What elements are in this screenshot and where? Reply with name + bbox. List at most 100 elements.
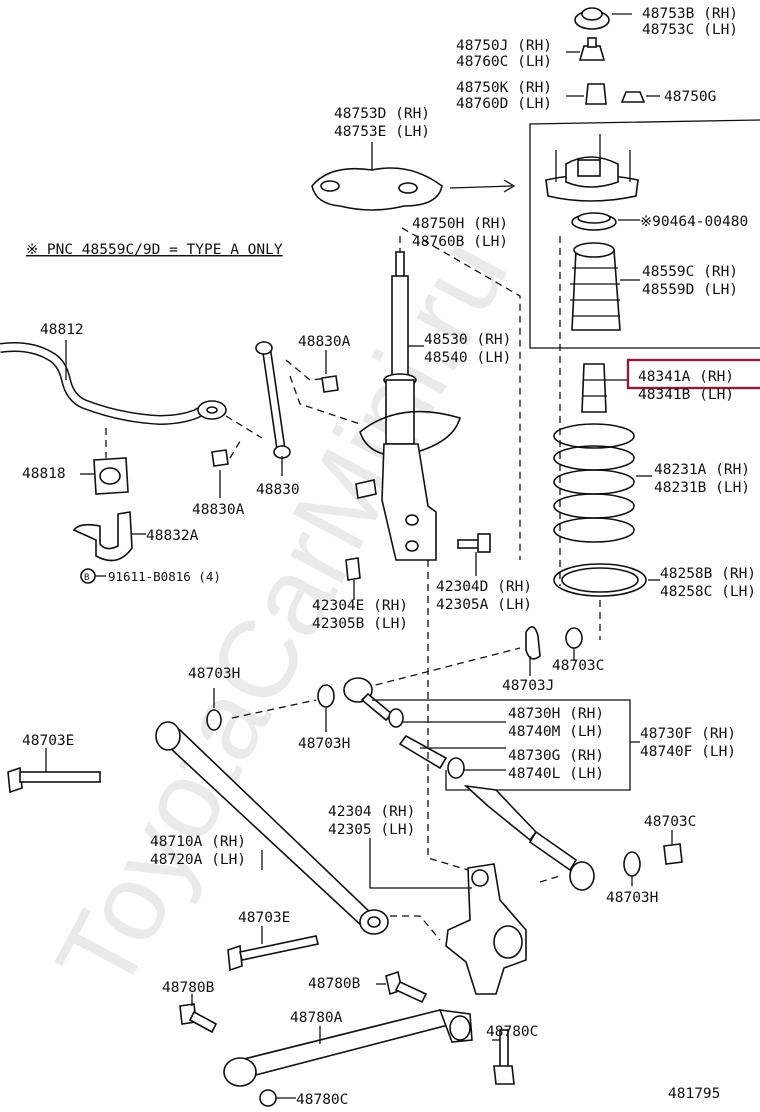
nut-42304E-part [345,557,361,581]
label-48818: 48818 [22,466,66,482]
label-48753E: 48753E (LH) [334,124,430,140]
label-48258C: 48258C (LH) [660,584,756,600]
bushing-part [93,457,129,495]
knuckle-part [445,863,527,995]
rod-48730G-part [398,734,448,770]
upper-nut-part [578,37,606,61]
label-48540: 48540 (LH) [424,350,511,366]
label-48530: 48530 (RH) [424,332,511,348]
bolt-48780B-right [385,970,428,1004]
label-48830A-lower: 48830A [192,502,245,518]
label-48812: 48812 [40,322,84,338]
svg-text:B: B [84,573,89,583]
label-90464: ※90464-00480 [640,214,748,230]
label-48780B-left: 48780B [162,980,215,996]
bolt-42304D-part [457,533,491,553]
label-48780C-right: 48780C [486,1024,538,1040]
label-48740F: 48740F (LH) [640,744,736,760]
label-42305: 42305 (LH) [328,822,415,838]
label-48730G: 48730G (RH) [508,748,604,764]
bump-stopper-part [581,363,607,413]
mount-assembly-box [529,119,760,349]
washer-48740L-part [447,757,465,779]
label-48559D: 48559D (LH) [642,282,738,298]
label-48703H-right: 48703H [606,890,658,906]
strut-mount-part [545,134,639,202]
label-48730F: 48730F (RH) [640,726,736,742]
label-48753B: 48753B (RH) [642,6,738,22]
label-42305B: 42305B (LH) [312,616,408,632]
label-48753D: 48753D (RH) [334,106,430,122]
label-42305A: 42305A (LH) [436,597,532,613]
nut-48830A-upper [321,375,339,393]
lower-arm-48780A-part [223,1009,473,1087]
label-48750G: 48750G [664,89,716,105]
stabilizer-link-part [255,341,291,459]
bolt-91611-icon: B [80,568,96,584]
cushion-part [585,83,607,105]
label-48341B: 48341B (LH) [638,387,734,403]
label-48832A: 48832A [146,528,199,544]
label-48710A: 48710A (RH) [150,834,246,850]
label-48703H-left: 48703H [188,666,240,682]
diagram-id: 481795 [668,1086,720,1102]
label-48750H: 48750H (RH) [412,216,508,232]
label-48830A-upper: 48830A [298,334,351,350]
label-42304: 42304 (RH) [328,804,415,820]
label-48703C-upper: 48703C [552,658,604,674]
spring-seat-part [553,563,647,597]
label-48231B: 48231B (LH) [654,480,750,496]
note-type-a: ※ PNC 48559C/9D = TYPE A ONLY [26,242,283,258]
lower-arm-48710A-part [155,721,389,935]
upper-cap-part [574,7,610,30]
label-48703E-lower: 48703E [238,910,290,926]
label-48750K: 48750K (RH) [456,80,552,96]
bolt-48703E-lower [227,935,319,972]
washer-48740M-part [388,708,404,728]
coil-spring-part [553,423,635,543]
stabilizer-bar-part [0,342,227,426]
label-48258B: 48258B (RH) [660,566,756,582]
washer-48703H-left [206,709,222,731]
label-48703J: 48703J [502,678,554,694]
upper-support-plate [311,167,443,211]
label-48750J: 48750J (RH) [456,38,552,54]
label-42304E: 42304E (RH) [312,598,408,614]
bolt-48780C-right [493,1029,515,1085]
label-48231A: 48231A (RH) [654,462,750,478]
label-48559C: 48559C (RH) [642,264,738,280]
label-48760D: 48760D (LH) [456,96,552,112]
label-48703C-right: 48703C [644,814,696,830]
label-48780A: 48780A [290,1010,343,1026]
washer-48703H-lower-right [623,851,641,877]
label-42304D: 42304D (RH) [436,579,532,595]
highlight-box-48341A [626,358,760,390]
label-48703H-mid: 48703H [298,736,350,752]
label-48753C: 48753C (LH) [642,22,738,38]
insulator-part [571,212,617,231]
label-48720A: 48720A (LH) [150,852,246,868]
bolt-48780B-left [179,1003,218,1034]
washer-48703C-part [565,627,583,649]
label-48780B-right: 48780B [308,976,361,992]
shock-absorber-part [355,251,461,561]
label-48703E-left: 48703E [22,733,74,749]
label-91611: 91611-B0816 (4) [108,569,221,584]
washer-48703C-right [663,843,683,865]
nut-48830A-lower [211,449,229,467]
cam-48703J-part [525,626,541,660]
control-rod-part [463,784,595,891]
bump-boot-part [570,242,621,331]
washer-48703H-right [317,684,335,708]
label-48780C-left: 48780C [296,1092,348,1108]
nut-48750G-part [620,91,646,103]
upper-arm-bushing-part [343,677,394,722]
label-48760B: 48760B (LH) [412,234,508,250]
bracket-part [72,511,133,562]
bolt-48703E-left [7,766,101,794]
label-48730H: 48730H (RH) [508,706,604,722]
label-48740M: 48740M (LH) [508,724,604,740]
label-48341A: 48341A (RH) [638,369,734,385]
nut-48780C-left [259,1089,277,1107]
